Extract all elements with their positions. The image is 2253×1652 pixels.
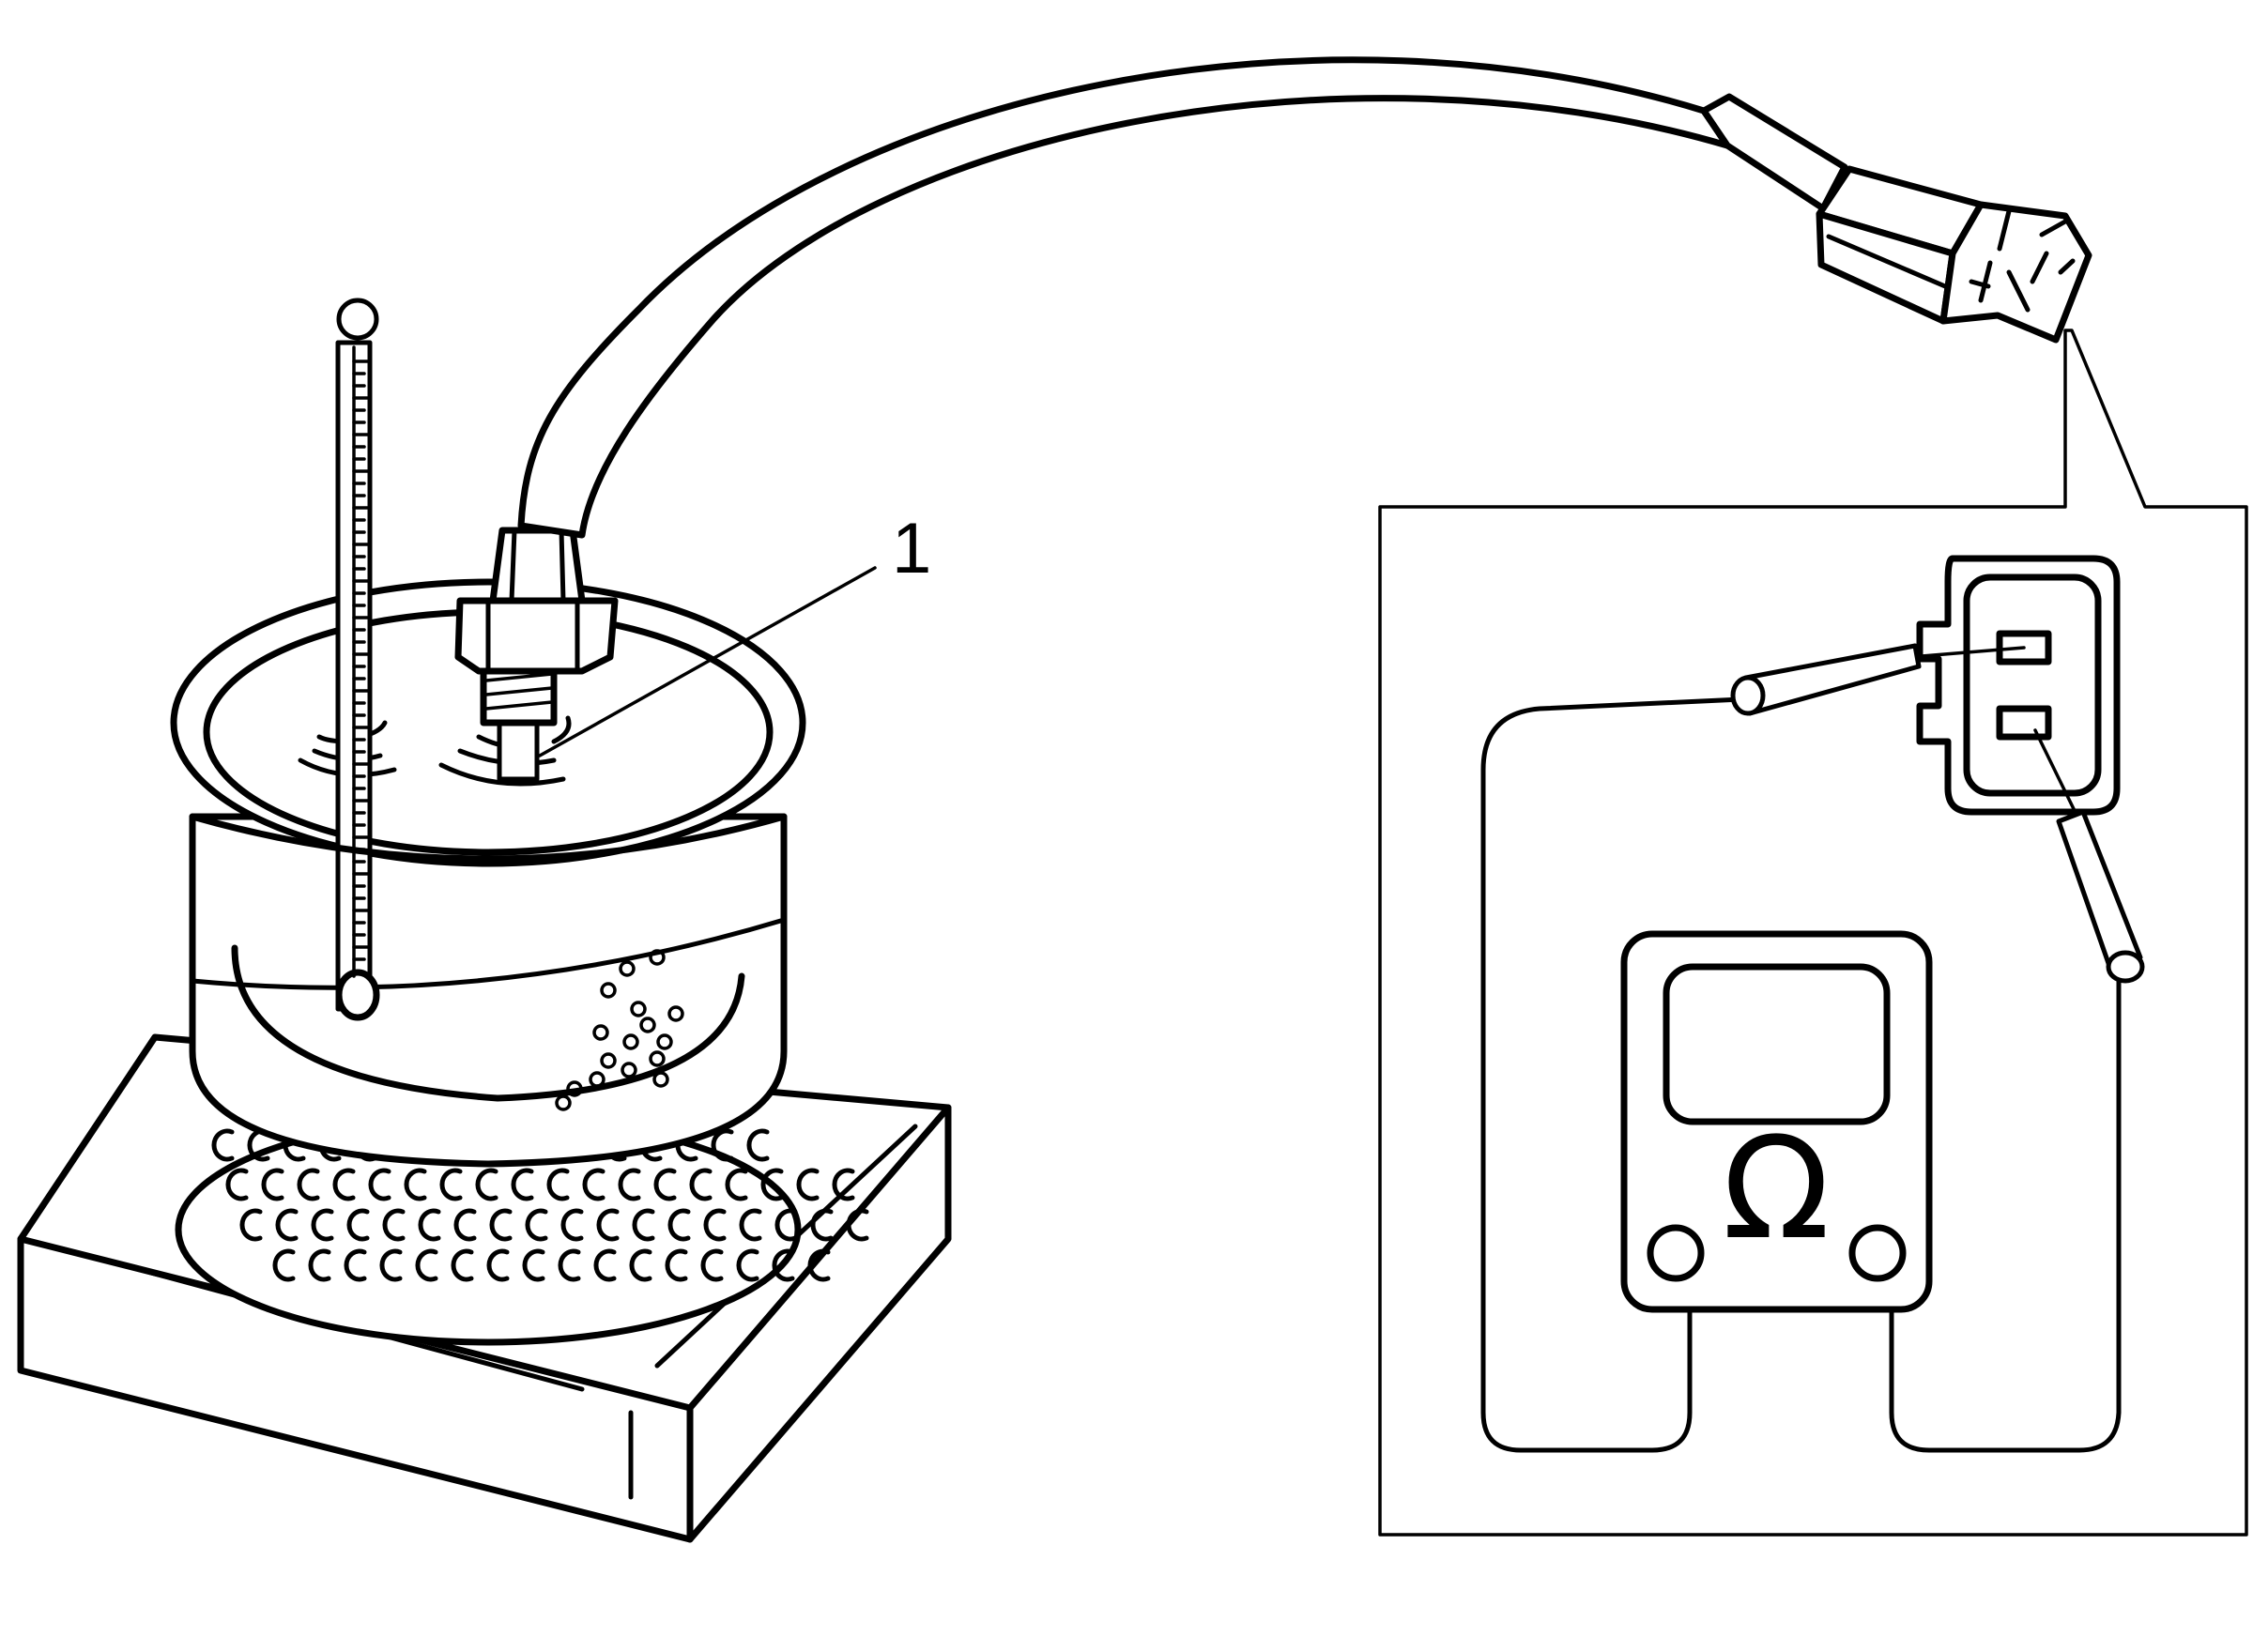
connector-plug [1816,165,2092,344]
sensor-cable [517,56,1848,539]
callout-1-leader [538,566,877,757]
probe-2 [2033,728,2145,984]
meter-display [1663,963,1891,1125]
meter-jack-right [1848,1224,1907,1282]
connector-pin-2 [1996,705,2052,741]
connector-face [1916,555,2121,816]
multimeter: Ω [1620,930,1933,1313]
multimeter-leads [1480,696,2122,1453]
meter-jack-left [1647,1224,1705,1282]
ohm-symbol-icon: Ω [1723,1108,1831,1271]
beaker-front-rim [189,813,788,863]
probe-1 [1730,643,2026,716]
detail-inset [1378,329,2248,1537]
thermometer-icon [335,298,380,1021]
thermometer-scale [352,359,372,961]
connector-pin-1 [1996,630,2052,665]
temperature-sensor [454,527,619,782]
callout-1-label: 1 [892,509,931,589]
rising-bubbles [555,949,684,1111]
callout-1: 1 [538,509,931,757]
